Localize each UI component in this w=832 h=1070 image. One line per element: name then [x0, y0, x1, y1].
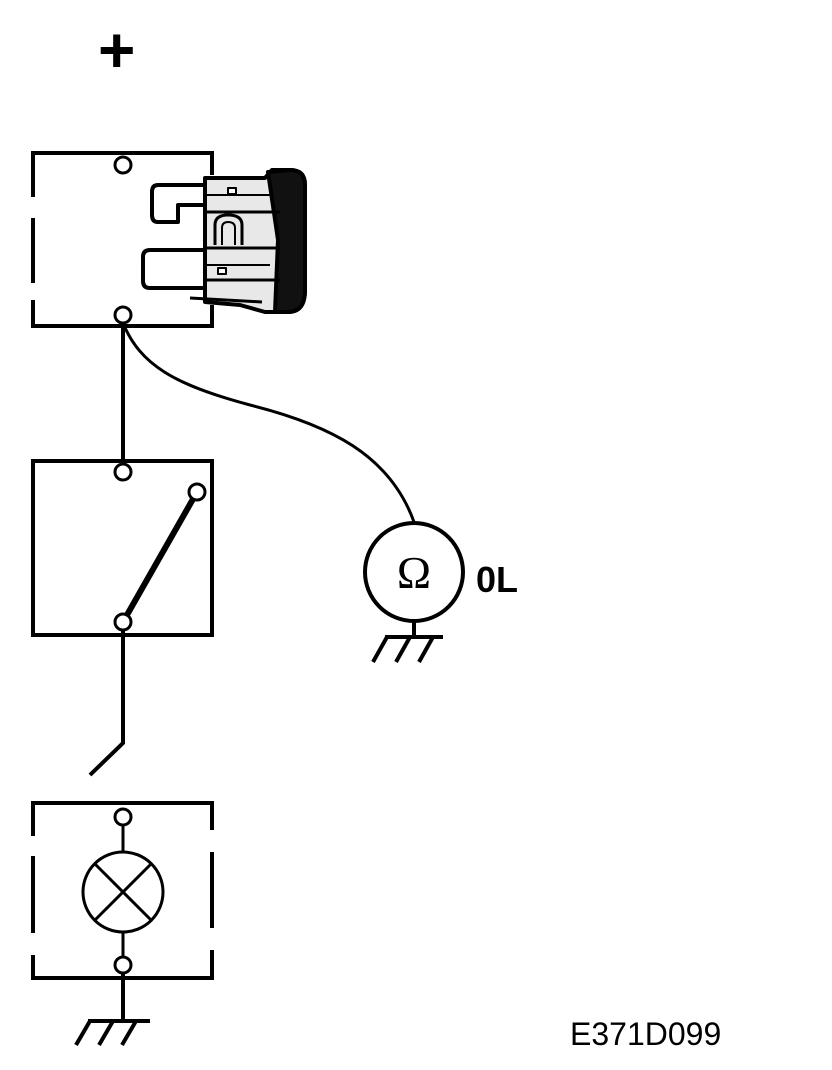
lamp-ground-icon [74, 973, 150, 1047]
wire-switch-to-lamp-open [88, 630, 125, 777]
meter-reading: 0L [476, 559, 518, 600]
figure-code: E371D099 [570, 1016, 721, 1052]
switch-block [31, 459, 214, 637]
ohm-symbol: Ω [397, 547, 431, 598]
fuse-block [31, 151, 214, 328]
meter-ground-icon [371, 621, 443, 663]
lamp-icon [81, 807, 165, 975]
positive-supply-label: + [98, 14, 135, 86]
fuse-bottom-terminal [113, 305, 133, 325]
switch-icon [113, 462, 207, 632]
meter-probe-lead [121, 322, 416, 523]
ohmmeter-icon: Ω [363, 521, 465, 623]
fuse-icon [141, 168, 307, 314]
fuse-top-terminal [113, 155, 133, 175]
